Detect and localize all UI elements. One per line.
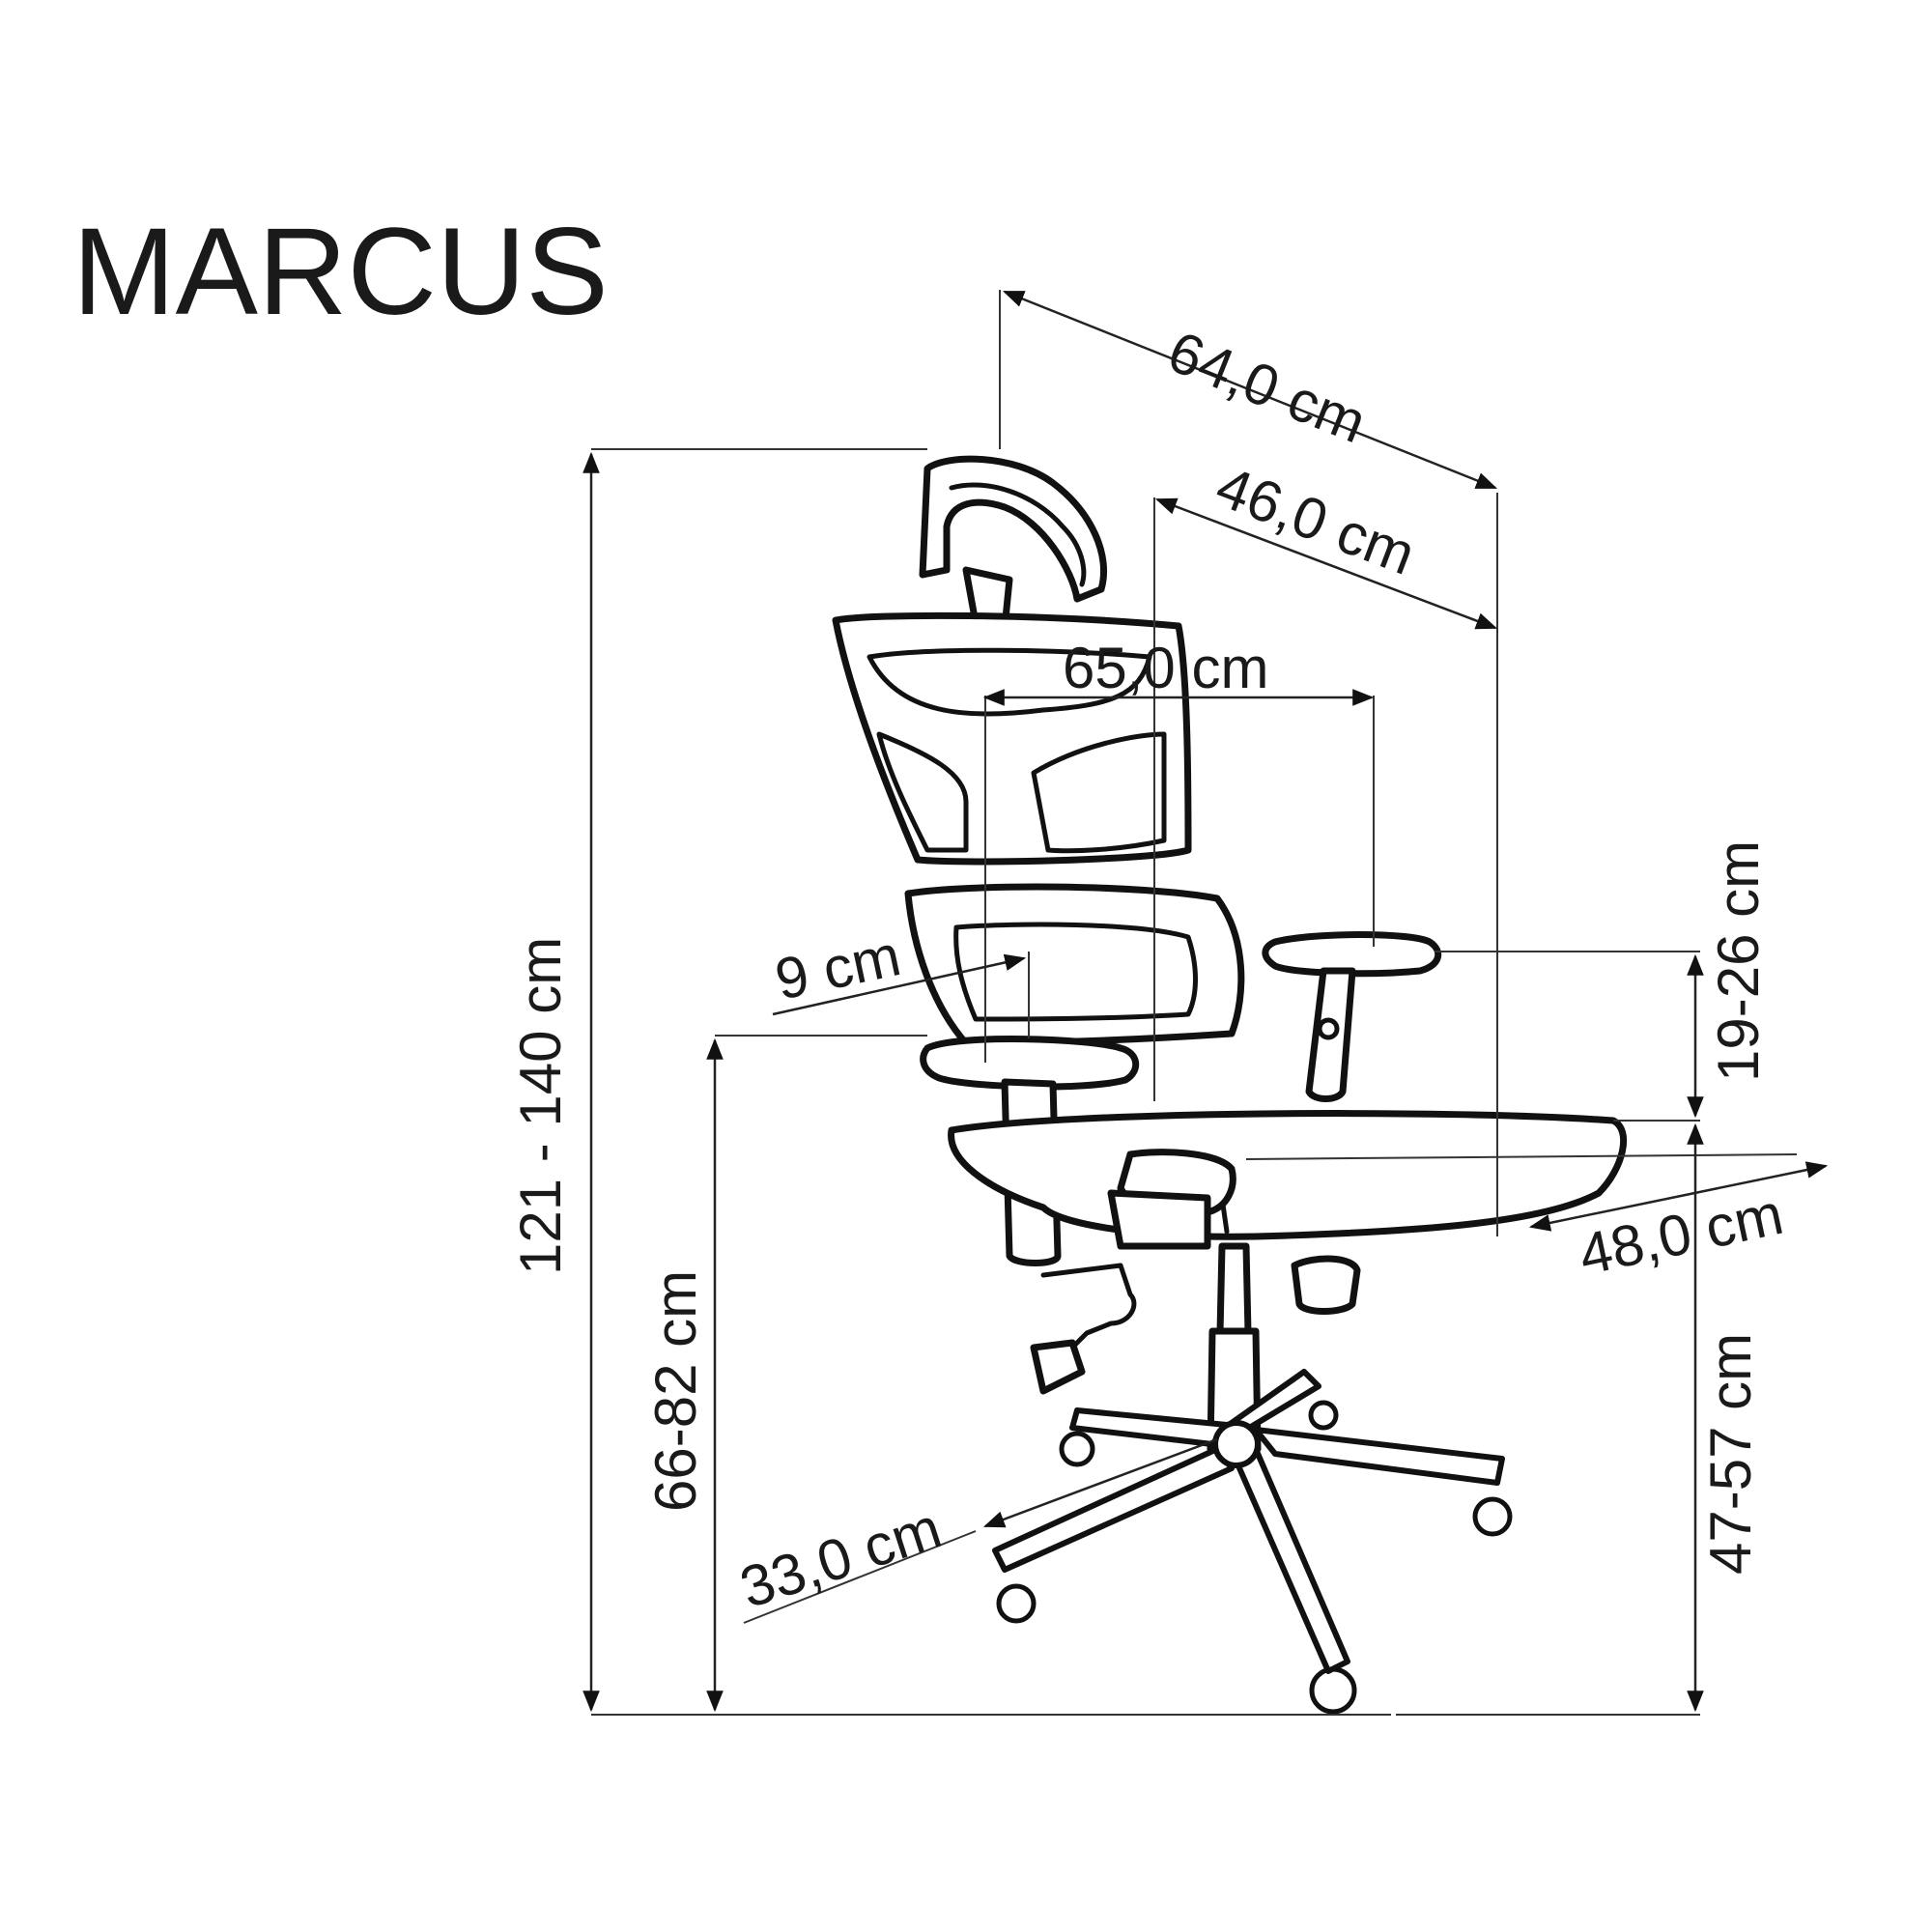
caster-left [996,1583,1037,1624]
base-hub [1212,1420,1261,1468]
star-base [992,1369,1505,1674]
caster-front [1309,1666,1357,1715]
mechanism [1107,1189,1211,1250]
dim-line-overall-depth [1002,290,1498,490]
label-seat-width: 48,0 cm [1574,1181,1789,1288]
tilt-lever [1040,1263,1137,1350]
label-seat-height: 47-57 cm [1698,1333,1763,1575]
caster-right [1472,1496,1513,1537]
label-width: 65,0 cm [1063,636,1268,700]
dim-line-base-radius [982,1437,1218,1528]
backrest-upper [832,611,1192,866]
armrest-back [1262,931,1442,978]
label-lumbar: 9 cm [770,923,906,1012]
headrest-inner [949,482,1087,587]
base-leg-right [1253,1427,1505,1486]
label-armrest-height: 19-26 cm [1706,840,1771,1082]
dim-line-lumbar [772,953,1027,1016]
label-seat-depth: 46,0 cm [1208,454,1423,587]
dimension-lines [582,290,1829,1713]
label-base-radius: 33,0 cm [732,1495,949,1621]
armrest-front [920,1036,1140,1091]
gas-lift-top [1216,1242,1252,1337]
base-leg-front [1224,1436,1350,1674]
lever-handle [1030,1339,1086,1395]
product-title: MARCUS [72,203,609,341]
paddle-knob [1291,1255,1361,1315]
label-armrest-floor-height: 66-82 cm [643,1270,708,1512]
label-overall-depth: 64,0 cm [1159,319,1375,455]
base-leg-backleft [1069,1407,1230,1447]
headrest [919,455,1108,603]
backrest-mesh-right [1031,731,1167,854]
dim-line-seat-width [1528,1161,1829,1232]
armrest-back-knob [1317,1017,1340,1040]
label-total-height: 121 - 140 cm [508,937,573,1275]
caster-backright [1308,1400,1339,1431]
backrest-mesh-left [876,731,969,853]
lumbar-mesh [953,922,1198,1022]
caster-backleft [1059,1431,1095,1467]
chair-illustration [832,455,1628,1715]
dim-line-seat-depth [1154,497,1498,630]
